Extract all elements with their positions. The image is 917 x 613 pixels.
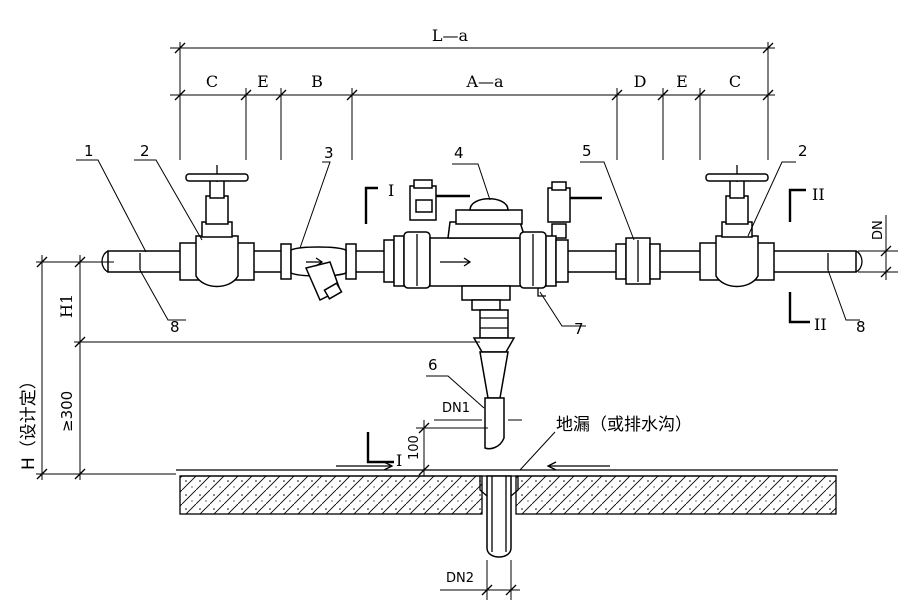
dn-dimension <box>858 215 898 280</box>
dn-label: DN <box>871 220 886 240</box>
part-number-1: 1 <box>84 142 94 160</box>
right-gate-valve <box>699 165 775 288</box>
backflow-preventer <box>409 179 602 311</box>
section-1-top-label: I <box>388 181 394 200</box>
part-number-5: 5 <box>582 142 592 160</box>
section-marks <box>364 186 810 464</box>
part-number-7: 7 <box>574 320 584 338</box>
overall-dim-label: L—a <box>432 26 469 45</box>
h-min-label: ≥300 <box>58 391 76 432</box>
dim-seg-c-right: C <box>729 72 741 91</box>
left-flange <box>383 231 431 289</box>
y-strainer <box>280 243 357 302</box>
part-number-6: 6 <box>428 356 438 374</box>
part-number-3: 3 <box>324 144 334 162</box>
part-number-4: 4 <box>454 144 464 162</box>
section-1-bottom-label: I <box>396 451 402 470</box>
h1-label: H1 <box>57 294 76 318</box>
floor-slab <box>176 461 838 558</box>
gap-100-label: 100 <box>407 435 422 460</box>
leader-lines <box>76 159 860 471</box>
dim-seg-d: D <box>634 72 647 91</box>
dn2-dimension <box>440 560 520 600</box>
pipe-union <box>615 237 661 285</box>
left-gate-valve <box>179 165 255 288</box>
dim-seg-b: B <box>311 72 323 91</box>
part-number-2-left: 2 <box>140 142 150 160</box>
h-total-label: H（设计定） <box>19 372 39 470</box>
floor-drain-label: 地漏（或排水沟） <box>556 415 692 435</box>
dim-seg-e-left: E <box>257 72 269 91</box>
part-number-8-left: 8 <box>170 318 180 336</box>
dn2-label: DN2 <box>446 571 474 586</box>
vertical-dimensions <box>36 255 488 480</box>
part-number-2-right: 2 <box>798 142 808 160</box>
top-dimensions <box>170 42 775 160</box>
dim-seg-e-right: E <box>676 72 688 91</box>
part-number-8-right: 8 <box>856 318 866 336</box>
right-flange <box>519 231 569 297</box>
section-2-top-label: II <box>812 185 825 204</box>
dn1-label: DN1 <box>442 401 470 416</box>
dim-seg-a: A—a <box>465 72 504 91</box>
section-2-bottom-label: II <box>814 315 827 334</box>
relief-drain-pipe <box>472 309 516 450</box>
dim-seg-c-left: C <box>206 72 218 91</box>
